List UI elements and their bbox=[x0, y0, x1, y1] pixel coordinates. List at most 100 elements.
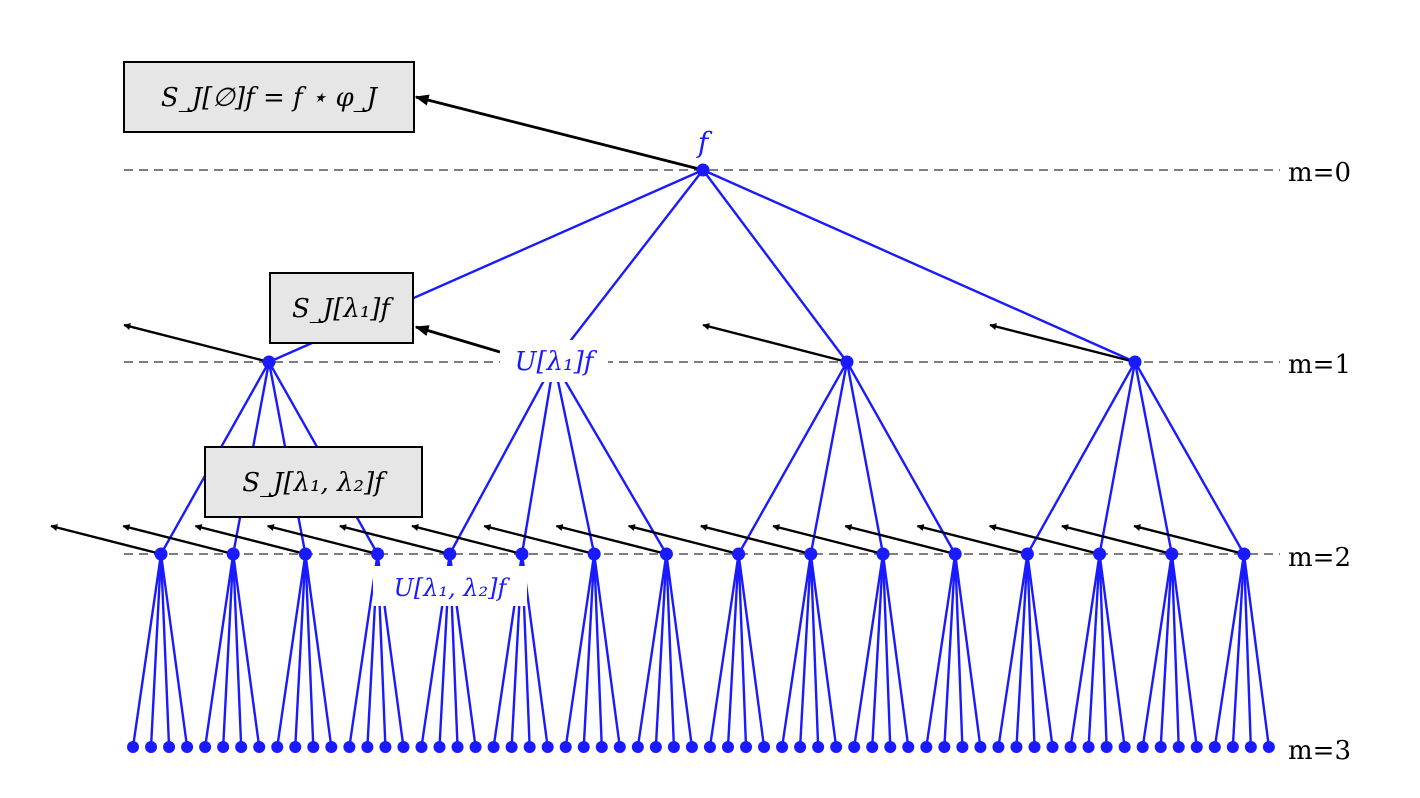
node-l3-15 bbox=[397, 741, 410, 753]
arrow-l2-7 bbox=[555, 524, 667, 556]
edge-l1-l2-12 bbox=[1026, 361, 1137, 555]
edge-l2-l3-49 bbox=[1015, 553, 1029, 748]
node-l2-9 bbox=[804, 547, 818, 561]
node-l2-5 bbox=[515, 547, 529, 561]
edge-l2-l3-53 bbox=[1087, 553, 1101, 748]
edge-l2-l3-46 bbox=[954, 553, 964, 748]
edge-l2-l3-63 bbox=[1242, 553, 1271, 748]
edge-l2-l3-62 bbox=[1242, 553, 1253, 748]
node-l1-3 bbox=[1128, 355, 1142, 369]
node-l3-4 bbox=[199, 741, 212, 753]
node-l3-54 bbox=[1100, 741, 1113, 753]
edge-l2-l3-38 bbox=[809, 553, 820, 748]
node-l3-56 bbox=[1136, 741, 1149, 753]
arrow-l2-14 bbox=[1061, 524, 1173, 556]
node-l3-53 bbox=[1082, 741, 1095, 753]
node-l3-17 bbox=[433, 741, 446, 753]
edge-l1-l2-14 bbox=[1133, 361, 1173, 555]
node-l3-31 bbox=[685, 741, 698, 753]
node-l3-33 bbox=[721, 741, 734, 753]
node-l3-21 bbox=[505, 741, 518, 753]
arrow-l2-13 bbox=[988, 524, 1100, 556]
node-l2-8 bbox=[732, 547, 746, 561]
node-l3-14 bbox=[379, 741, 392, 753]
node-l3-39 bbox=[830, 741, 843, 753]
edge-l2-l3-60 bbox=[1213, 553, 1246, 748]
node-l3-58 bbox=[1172, 741, 1185, 753]
edge-l1-l2-7 bbox=[552, 361, 668, 555]
node-l3-18 bbox=[451, 741, 464, 753]
edge-l1-l2-13 bbox=[1098, 361, 1137, 555]
node-l3-5 bbox=[217, 741, 230, 753]
edge-l2-l3-3 bbox=[159, 553, 189, 748]
u2-label: U[λ₁, λ₂]f bbox=[394, 574, 511, 602]
edge-l2-l3-51 bbox=[1026, 553, 1054, 748]
node-l3-23 bbox=[541, 741, 554, 753]
arrow-l2-1 bbox=[122, 524, 234, 556]
node-l3-36 bbox=[776, 741, 789, 753]
node-l1-2 bbox=[840, 355, 854, 369]
box-s1: S_J[λ₁]f bbox=[269, 272, 414, 344]
edge-l1-l2-8 bbox=[737, 361, 849, 555]
arrow-l2-8 bbox=[627, 524, 739, 556]
node-l3-55 bbox=[1118, 741, 1131, 753]
node-l3-1 bbox=[145, 741, 158, 753]
node-l3-2 bbox=[163, 741, 176, 753]
node-l3-35 bbox=[758, 741, 771, 753]
node-l3-34 bbox=[740, 741, 753, 753]
node-l3-49 bbox=[1010, 741, 1023, 753]
edge-l2-l3-33 bbox=[726, 553, 740, 748]
node-l2-3 bbox=[371, 547, 385, 561]
edge-l1-l2-4 bbox=[448, 361, 556, 555]
node-l3-10 bbox=[307, 741, 320, 753]
edge-l2-l3-6 bbox=[232, 553, 243, 748]
node-l3-62 bbox=[1244, 741, 1257, 753]
edge-l2-l3-32 bbox=[708, 553, 740, 748]
edge-l2-l3-40 bbox=[853, 553, 885, 748]
edge-l2-l3-56 bbox=[1141, 553, 1173, 748]
arrow-l2-12 bbox=[916, 524, 1028, 556]
edge-l1-l2-5 bbox=[520, 361, 556, 555]
node-l3-61 bbox=[1226, 741, 1239, 753]
node-l3-11 bbox=[325, 741, 338, 753]
edge-l2-l3-11 bbox=[304, 553, 333, 748]
node-l3-50 bbox=[1028, 741, 1041, 753]
node-l2-14 bbox=[1165, 547, 1179, 561]
node-l3-22 bbox=[523, 741, 536, 753]
node-l3-19 bbox=[469, 741, 482, 753]
edge-l2-l3-61 bbox=[1231, 553, 1246, 748]
edge-l2-l3-57 bbox=[1159, 553, 1173, 748]
arrow-l1-2 bbox=[702, 323, 848, 364]
node-l3-8 bbox=[271, 741, 284, 753]
node-l3-47 bbox=[974, 741, 987, 753]
arrow-l2-15 bbox=[1133, 524, 1245, 556]
node-l3-26 bbox=[595, 741, 608, 753]
edge-l2-l3-42 bbox=[881, 553, 892, 748]
arrow-root bbox=[414, 94, 704, 172]
node-l1-0 bbox=[262, 355, 276, 369]
node-l3-28 bbox=[631, 741, 644, 753]
node-l3-29 bbox=[649, 741, 662, 753]
node-l3-3 bbox=[181, 741, 194, 753]
node-l3-51 bbox=[1046, 741, 1059, 753]
edge-l2-l3-45 bbox=[943, 553, 957, 748]
edge-l2-l3-2 bbox=[159, 553, 171, 748]
box-s2: S_J[λ₁, λ₂]f bbox=[204, 446, 423, 518]
level-label-m0: m=0 bbox=[1288, 158, 1351, 188]
node-l2-7 bbox=[659, 547, 673, 561]
edge-l2-l3-12 bbox=[348, 553, 379, 748]
edge-l2-l3-44 bbox=[925, 553, 957, 748]
node-l2-13 bbox=[1093, 547, 1107, 561]
edge-root-3 bbox=[702, 168, 1136, 364]
node-l2-10 bbox=[876, 547, 890, 561]
node-l3-41 bbox=[866, 741, 879, 753]
u1-label: U[λ₁]f bbox=[515, 347, 598, 377]
edge-l2-l3-7 bbox=[232, 553, 261, 748]
node-l3-43 bbox=[902, 741, 915, 753]
node-l3-13 bbox=[361, 741, 374, 753]
arrow-l2-6 bbox=[483, 524, 595, 556]
edge-l1-l2-11 bbox=[845, 361, 957, 555]
edge-l2-l3-52 bbox=[1069, 553, 1101, 748]
